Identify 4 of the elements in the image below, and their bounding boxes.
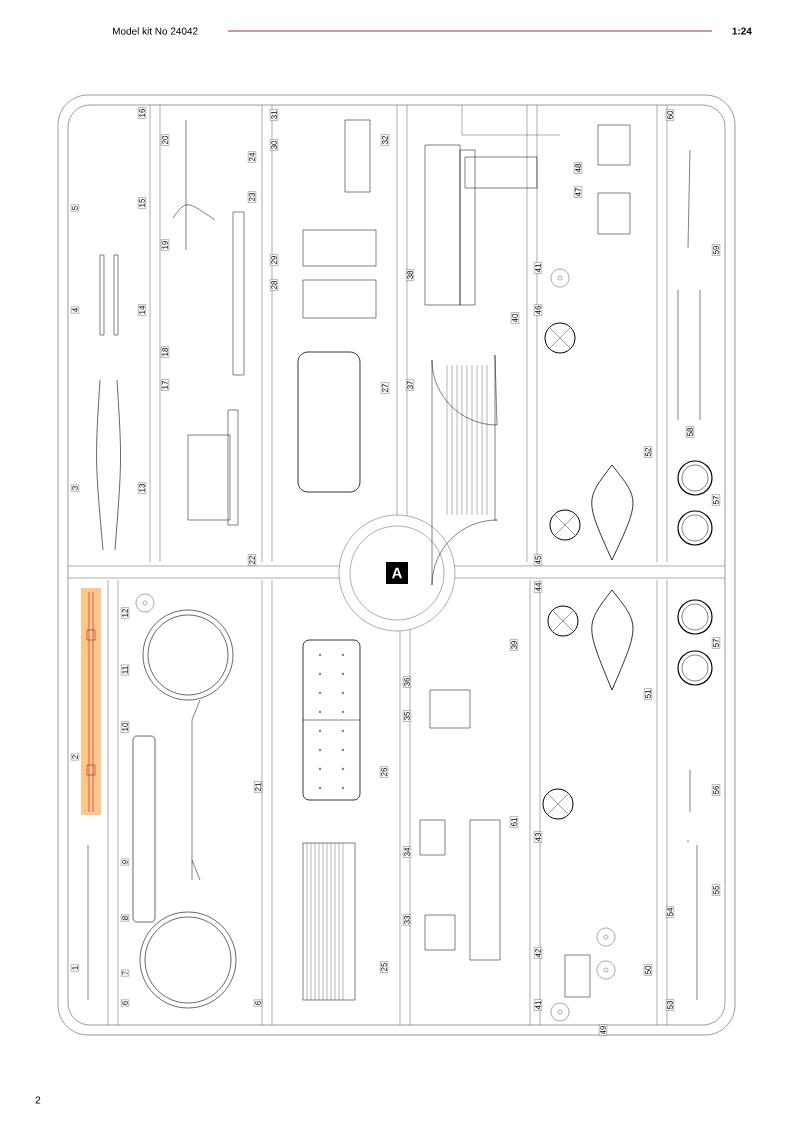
sprue-letter: A	[386, 562, 408, 584]
page-number: 2	[35, 1096, 41, 1104]
header-title: Model kit No 24042	[113, 27, 198, 35]
scale-label: 1:24	[732, 27, 752, 35]
